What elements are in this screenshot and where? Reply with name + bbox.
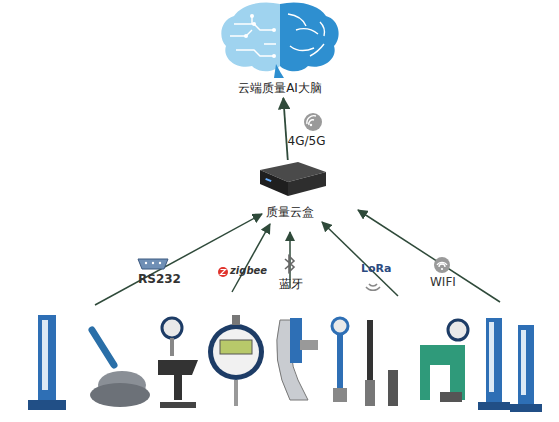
- protocol-label: WIFI: [430, 275, 456, 289]
- handheld-probe: [90, 330, 150, 407]
- cloud-ai-node: 云端质量AI大脑: [212, 0, 348, 96]
- air-column-gauge: [28, 315, 66, 410]
- protocol-label: zigbee: [230, 265, 267, 276]
- bluetooth-icon: [285, 256, 294, 272]
- link-arrows: [95, 210, 500, 305]
- protocol-label: RS232: [138, 272, 181, 286]
- air-column-gauges: [478, 318, 542, 412]
- uplink-arrow: [283, 98, 287, 160]
- zigbee-icon: [218, 267, 228, 277]
- cloud-box-node: 质量云盒: [240, 160, 340, 224]
- node-title: 质量云盒: [240, 204, 340, 221]
- digital-indicator: [208, 315, 264, 406]
- snap-gauge: [420, 320, 468, 402]
- brain-icon: [212, 0, 348, 78]
- node-title: 云端质量AI大脑: [212, 80, 348, 97]
- lora-icon: [366, 284, 380, 290]
- bore-gauge: [332, 318, 398, 406]
- dial-gauge-stand: [158, 318, 198, 408]
- cloud-box-icon: [240, 160, 340, 202]
- protocol-label: 蓝牙: [279, 276, 303, 293]
- signal-icon: [304, 113, 322, 131]
- digital-micrometer: [277, 318, 318, 400]
- edge-label: 4G/5G: [288, 134, 326, 148]
- protocol-label: LoRa: [361, 262, 391, 275]
- rs232-icon: [138, 259, 168, 269]
- wifi-icon: [434, 257, 450, 273]
